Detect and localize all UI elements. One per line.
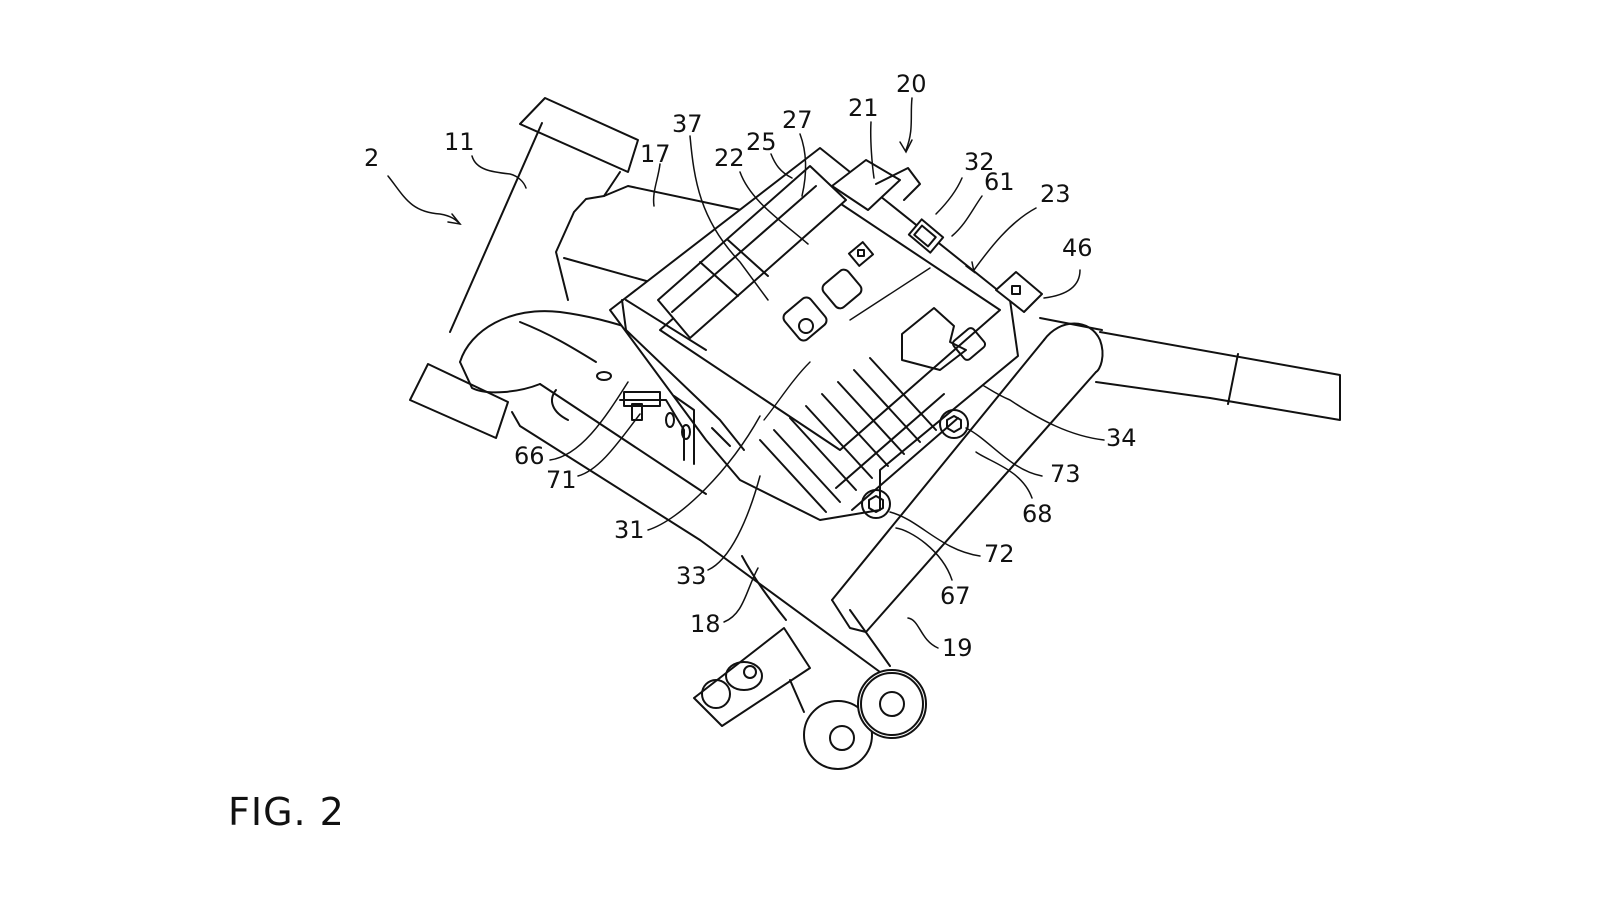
leader-2 xyxy=(387,175,461,225)
leader-71 xyxy=(577,413,641,477)
pivot-wheels xyxy=(803,669,927,770)
hinge-plates xyxy=(619,391,731,465)
ref-67: 67 xyxy=(940,582,971,610)
ref-66: 66 xyxy=(514,442,545,470)
ref-33: 33 xyxy=(676,562,707,590)
leader-20 xyxy=(905,97,913,151)
head-pipe xyxy=(409,97,639,439)
rear-frame xyxy=(1039,317,1341,421)
leader-33 xyxy=(707,475,761,571)
ref-19: 19 xyxy=(942,634,973,662)
ref-18: 18 xyxy=(690,610,721,638)
leader-32 xyxy=(935,177,963,215)
leader-67 xyxy=(895,527,953,581)
leader-68 xyxy=(975,451,1033,499)
ref-68: 68 xyxy=(1022,500,1053,528)
leader-37 xyxy=(689,135,769,301)
pivot-bracket xyxy=(693,627,811,727)
ref-34: 34 xyxy=(1106,424,1137,452)
leader-66 xyxy=(549,381,629,461)
leader-18 xyxy=(723,567,759,623)
leader-25 xyxy=(770,153,793,179)
ref-11: 11 xyxy=(444,128,475,156)
ref-31: 31 xyxy=(614,516,645,544)
ref-61: 61 xyxy=(984,168,1015,196)
ref-27: 27 xyxy=(782,106,813,134)
ref-23: 23 xyxy=(1040,180,1071,208)
ref-71: 71 xyxy=(546,466,577,494)
battery-unit xyxy=(609,147,1043,521)
ref-46: 46 xyxy=(1062,234,1093,262)
ref-20: 20 xyxy=(896,70,927,98)
ref-72: 72 xyxy=(984,540,1015,568)
lower-left-frame xyxy=(459,310,707,541)
ref-73: 73 xyxy=(1050,460,1081,488)
leader-27 xyxy=(799,133,807,197)
leader-73 xyxy=(965,427,1043,477)
leader-lines xyxy=(387,97,1105,649)
ref-37: 37 xyxy=(672,110,703,138)
ref-32: 32 xyxy=(964,148,995,176)
leader-61 xyxy=(951,195,983,237)
figure-caption: FIG. 2 xyxy=(228,790,345,834)
ref-17: 17 xyxy=(640,140,671,168)
leader-11 xyxy=(471,155,527,189)
leader-19 xyxy=(907,617,939,649)
leader-31 xyxy=(647,415,761,531)
leader-21 xyxy=(870,121,875,179)
leader-72 xyxy=(889,511,981,557)
leader-34 xyxy=(983,385,1105,441)
down-frame-19 xyxy=(831,322,1104,633)
cooling-fins xyxy=(759,357,937,513)
ref-2: 2 xyxy=(364,144,379,172)
ref-25: 25 xyxy=(746,128,777,156)
leader-23 xyxy=(973,207,1037,271)
leader-17 xyxy=(652,163,661,207)
ref-21: 21 xyxy=(848,94,879,122)
leader-22 xyxy=(739,171,809,245)
leader-46 xyxy=(1043,269,1081,299)
reference-labels: 2 11 17 37 22 25 27 21 20 32 61 23 46 34… xyxy=(364,70,1137,662)
ref-22: 22 xyxy=(714,144,745,172)
